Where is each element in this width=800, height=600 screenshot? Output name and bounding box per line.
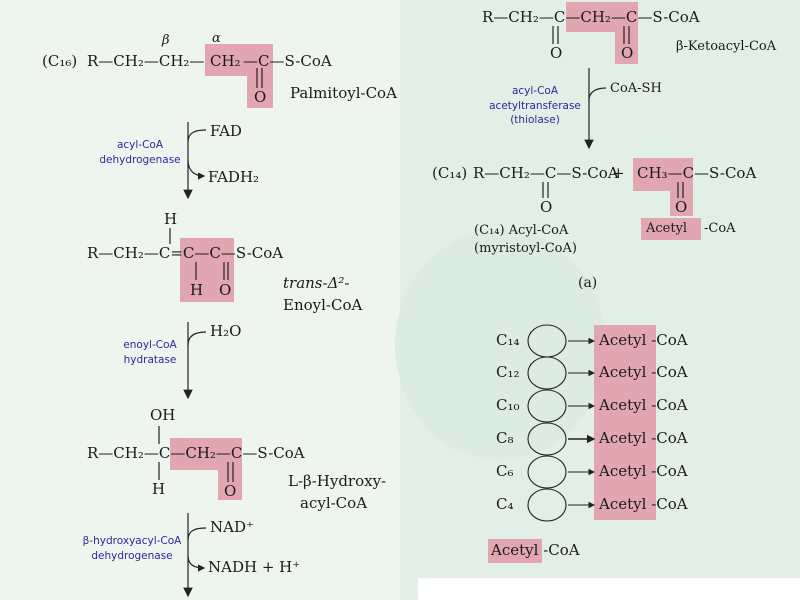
cycle-final-product: Acetyl -CoA xyxy=(491,543,580,558)
highlight-ketoacyl-carbonyl xyxy=(615,2,638,64)
step3-cofactor-in: NAD⁺ xyxy=(210,518,254,536)
cycle-product-3-label: Acetyl xyxy=(599,396,647,414)
products-oxygen-1: O xyxy=(540,198,553,216)
palmitoyl-oxygen: O xyxy=(254,88,267,106)
hydroxy-chain: R—CH₂—C—CH₂—C—S-CoA xyxy=(87,444,305,462)
highlight-acetyl-product-carbonyl xyxy=(670,158,693,216)
step1-cofactor-out: FADH₂ xyxy=(208,168,260,186)
cycle-product-5-label: Acetyl xyxy=(599,462,647,480)
products-acyl-chain: R—CH₂—C—S-CoA xyxy=(473,164,619,182)
bottom-right-blank xyxy=(418,578,800,600)
cycle-carbon-c14: C₁₄ xyxy=(496,331,520,349)
cycle-carbon-c10: C₁₀ xyxy=(496,396,520,414)
step2-cofactor-in: H₂O xyxy=(210,322,242,340)
hydroxy-oxygen: O xyxy=(224,482,237,500)
cycle-product-6-label: Acetyl xyxy=(599,495,647,513)
cycle-product-6: Acetyl -CoA xyxy=(599,497,688,512)
products-acetyl-chain: CH₃—C—S-CoA xyxy=(637,164,757,182)
cycle-product-4-label: Acetyl xyxy=(599,429,647,447)
panel-label: (a) xyxy=(578,275,598,291)
step1-enzyme-line1: acyl-CoA xyxy=(116,139,164,151)
hydroxy-top-oh: OH xyxy=(150,406,176,424)
enoyl-bottom-h: H xyxy=(190,281,204,299)
cycle-product-2-suffix: -CoA xyxy=(651,363,688,381)
palmitoyl-name: Palmitoyl-CoA xyxy=(290,84,397,102)
cycle-product-1-suffix: -CoA xyxy=(651,331,688,349)
background-bleed-circle xyxy=(395,230,605,460)
enoyl-name-line2: Enoyl-CoA xyxy=(283,296,363,314)
step4-cofactor-in: CoA-SH xyxy=(610,81,662,96)
cycle-product-4-suffix: -CoA xyxy=(651,429,688,447)
step4-enzyme: acyl-CoA acetyltransferase (thiolase) xyxy=(480,86,590,126)
palmitoyl-alpha-label: α xyxy=(212,31,221,46)
ketoacyl-oxygen-2: O xyxy=(621,44,634,62)
cycle-arrows xyxy=(568,337,596,509)
step3-cofactor-out: NADH + H⁺ xyxy=(208,558,301,576)
step3-enzyme: β-hydroxyacyl-CoA dehydrogenase xyxy=(72,536,192,561)
enoyl-name-line1: trans-Δ²- xyxy=(283,274,350,292)
cycle-product-3: Acetyl -CoA xyxy=(599,398,688,413)
highlight-acetyl-label xyxy=(641,218,701,240)
step2-enzyme-line1: enoyl-CoA xyxy=(123,339,177,351)
cycle-final-label: Acetyl xyxy=(491,541,539,559)
step4-enzyme-line2: acetyltransferase xyxy=(489,99,581,112)
palmitoyl-alpha-ch2: CH₂ xyxy=(210,52,241,70)
step4-enzyme-line3: (thiolase) xyxy=(510,114,560,126)
products-acyl-name-line1: (C₁₄) Acyl-CoA xyxy=(474,223,569,238)
palmitoyl-beta-label: β xyxy=(162,33,170,48)
products-carbon-tag: (C₁₄) xyxy=(432,164,468,182)
products-acetyl-suffix: -CoA xyxy=(704,221,736,236)
highlight-palmitoyl-carbonyl xyxy=(247,44,273,108)
cycle-product-4: Acetyl -CoA xyxy=(599,431,688,446)
step1-cofactor-in: FAD xyxy=(210,122,242,140)
cycle-product-5: Acetyl -CoA xyxy=(599,464,688,479)
highlight-cycle-acetyl-column xyxy=(594,325,656,520)
products-oxygen-2: O xyxy=(675,198,688,216)
cycle-product-1: Acetyl -CoA xyxy=(599,333,688,348)
products-acetyl-label: Acetyl xyxy=(646,221,688,236)
palmitoyl-carbon-tag: (C₁₆) xyxy=(42,52,78,70)
enoyl-top-h: H xyxy=(164,210,178,228)
step1-enzyme-line2: dehydrogenase xyxy=(99,153,181,166)
step3-enzyme-line2: dehydrogenase xyxy=(91,549,173,562)
cycle-product-6-suffix: -CoA xyxy=(651,495,688,513)
cycle-carbon-c8: C₈ xyxy=(496,429,514,447)
products-plus: + xyxy=(612,164,625,182)
step4-enzyme-line1: acyl-CoA xyxy=(511,85,559,97)
cycle-carbon-c12: C₁₂ xyxy=(496,363,520,381)
ketoacyl-chain: R—CH₂—C—CH₂—C—S-CoA xyxy=(482,8,700,26)
cycle-final-suffix: -CoA xyxy=(543,541,580,559)
hydroxy-name-line2: acyl-CoA xyxy=(300,494,368,512)
cycle-product-2: Acetyl -CoA xyxy=(599,365,688,380)
ketoacyl-name: β-Ketoacyl-CoA xyxy=(676,39,777,54)
step2-enzyme-line2: hydratase xyxy=(123,353,177,366)
products-acyl-name-line2: (myristoyl-CoA) xyxy=(474,241,577,256)
enoyl-oxygen: O xyxy=(219,281,232,299)
step1-enzyme: acyl-CoA dehydrogenase xyxy=(90,140,190,165)
palmitoyl-chain: R—CH₂—CH₂— xyxy=(87,52,205,70)
palmitoyl-carbonyl-group: —C—S-CoA xyxy=(243,52,332,70)
highlight-hydroxy-carbonyl xyxy=(218,438,242,500)
cycle-product-1-label: Acetyl xyxy=(599,331,647,349)
cycle-carbon-c6: C₆ xyxy=(496,462,514,480)
cycle-product-3-suffix: -CoA xyxy=(651,396,688,414)
hydroxy-name-line1: L-β-Hydroxy- xyxy=(288,472,387,490)
enoyl-chain: R—CH₂—C=C—C—S-CoA xyxy=(87,244,284,262)
cycle-product-5-suffix: -CoA xyxy=(651,462,688,480)
highlight-final-acetyl xyxy=(488,539,542,563)
ketoacyl-oxygen-1: O xyxy=(550,44,563,62)
cycle-ovals xyxy=(527,324,567,522)
cycle-carbon-c4: C₄ xyxy=(496,495,514,513)
hydroxy-bottom-h: H xyxy=(152,480,166,498)
step2-enzyme: enoyl-CoA hydratase xyxy=(100,340,200,365)
highlight-enoyl xyxy=(180,238,234,302)
cycle-product-2-label: Acetyl xyxy=(599,363,647,381)
step3-enzyme-line1: β-hydroxyacyl-CoA xyxy=(82,535,182,547)
